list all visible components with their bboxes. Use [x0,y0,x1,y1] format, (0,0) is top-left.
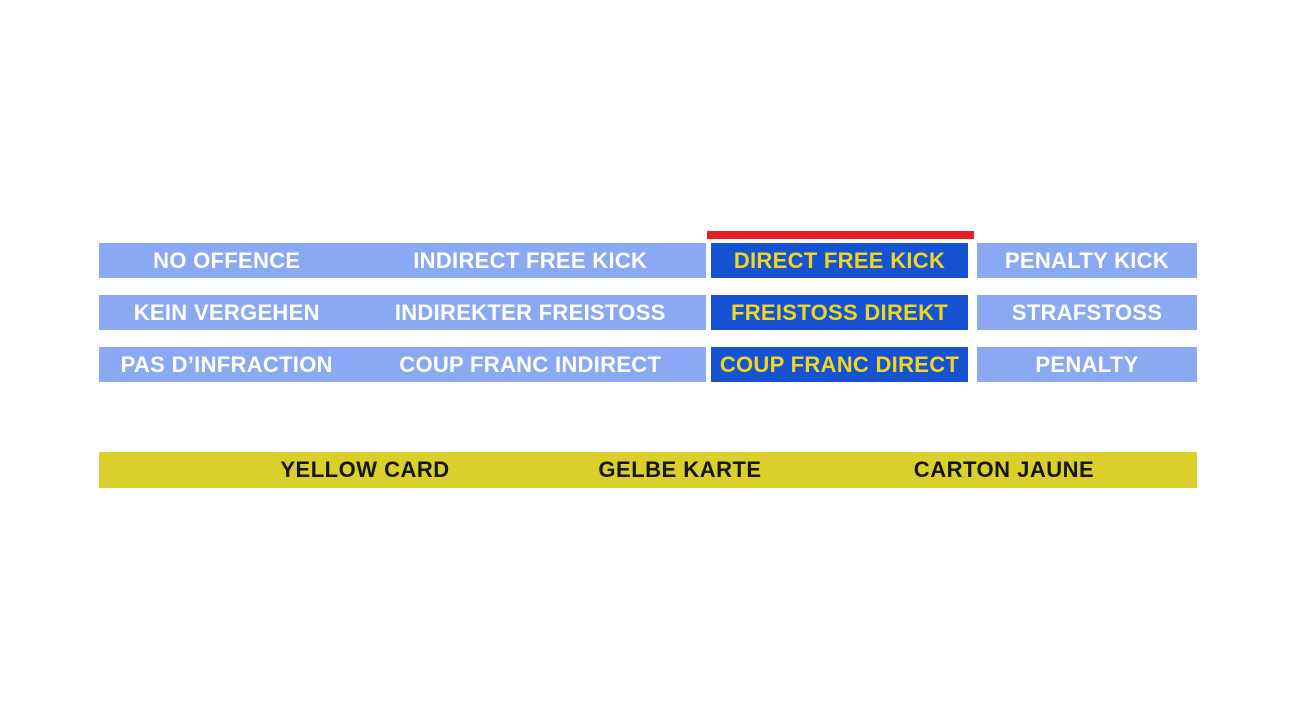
option-label: PENALTY KICK [1004,247,1170,273]
option-penalty-kick[interactable]: PENALTY KICK [977,243,1197,278]
option-coup-franc-direct-selected[interactable]: COUP FRANC DIRECT [711,347,968,382]
yellow-card-banner: YELLOW CARD GELBE KARTE CARTON JAUNE [99,452,1197,488]
option-group-left-french: PAS D’INFRACTION COUP FRANC INDIRECT [99,347,706,382]
option-strafstoss[interactable]: STRAFSTOSS [977,295,1197,330]
option-label: STRAFSTOSS [1011,299,1163,325]
option-label: INDIRECT FREE KICK [413,247,648,273]
option-indirekter-freistoss[interactable]: INDIREKTER FREISTOSS [395,295,707,330]
option-pas-d-infraction[interactable]: PAS D’INFRACTION [99,347,403,382]
option-label: NO OFFENCE [153,247,301,273]
yellow-card-label-french: CARTON JAUNE [913,457,1095,482]
option-label: KEIN VERGEHEN [133,299,320,325]
yellow-card-label-german: GELBE KARTE [598,457,762,482]
option-group-left-english: NO OFFENCE INDIRECT FREE KICK [99,243,706,278]
option-direct-free-kick-selected[interactable]: DIRECT FREE KICK [711,243,968,278]
selected-option-label: FREISTOSS DIREKT [730,299,949,325]
answer-row-german: KEIN VERGEHEN INDIREKTER FREISTOSS FREIS… [0,295,1290,330]
answer-row-english: NO OFFENCE INDIRECT FREE KICK DIRECT FRE… [0,243,1290,278]
selected-option-label: DIRECT FREE KICK [733,247,946,273]
option-indirect-free-kick[interactable]: INDIRECT FREE KICK [403,243,707,278]
yellow-card-label-english: YELLOW CARD [280,457,450,482]
option-freistoss-direkt-selected[interactable]: FREISTOSS DIREKT [711,295,968,330]
option-group-left-german: KEIN VERGEHEN INDIREKTER FREISTOSS [99,295,706,330]
option-no-offence[interactable]: NO OFFENCE [99,243,403,278]
selected-option-label: COUP FRANC DIRECT [719,351,960,377]
option-label: PAS D’INFRACTION [120,351,333,377]
option-coup-franc-indirect[interactable]: COUP FRANC INDIRECT [399,347,707,382]
option-label: PENALTY [1035,351,1139,377]
option-kein-vergehen[interactable]: KEIN VERGEHEN [99,295,403,330]
option-label: COUP FRANC INDIRECT [399,351,662,377]
option-penalty[interactable]: PENALTY [977,347,1197,382]
option-label: INDIREKTER FREISTOSS [394,299,666,325]
answer-row-french: PAS D’INFRACTION COUP FRANC INDIRECT COU… [0,347,1290,382]
selected-answer-marker [707,231,974,239]
